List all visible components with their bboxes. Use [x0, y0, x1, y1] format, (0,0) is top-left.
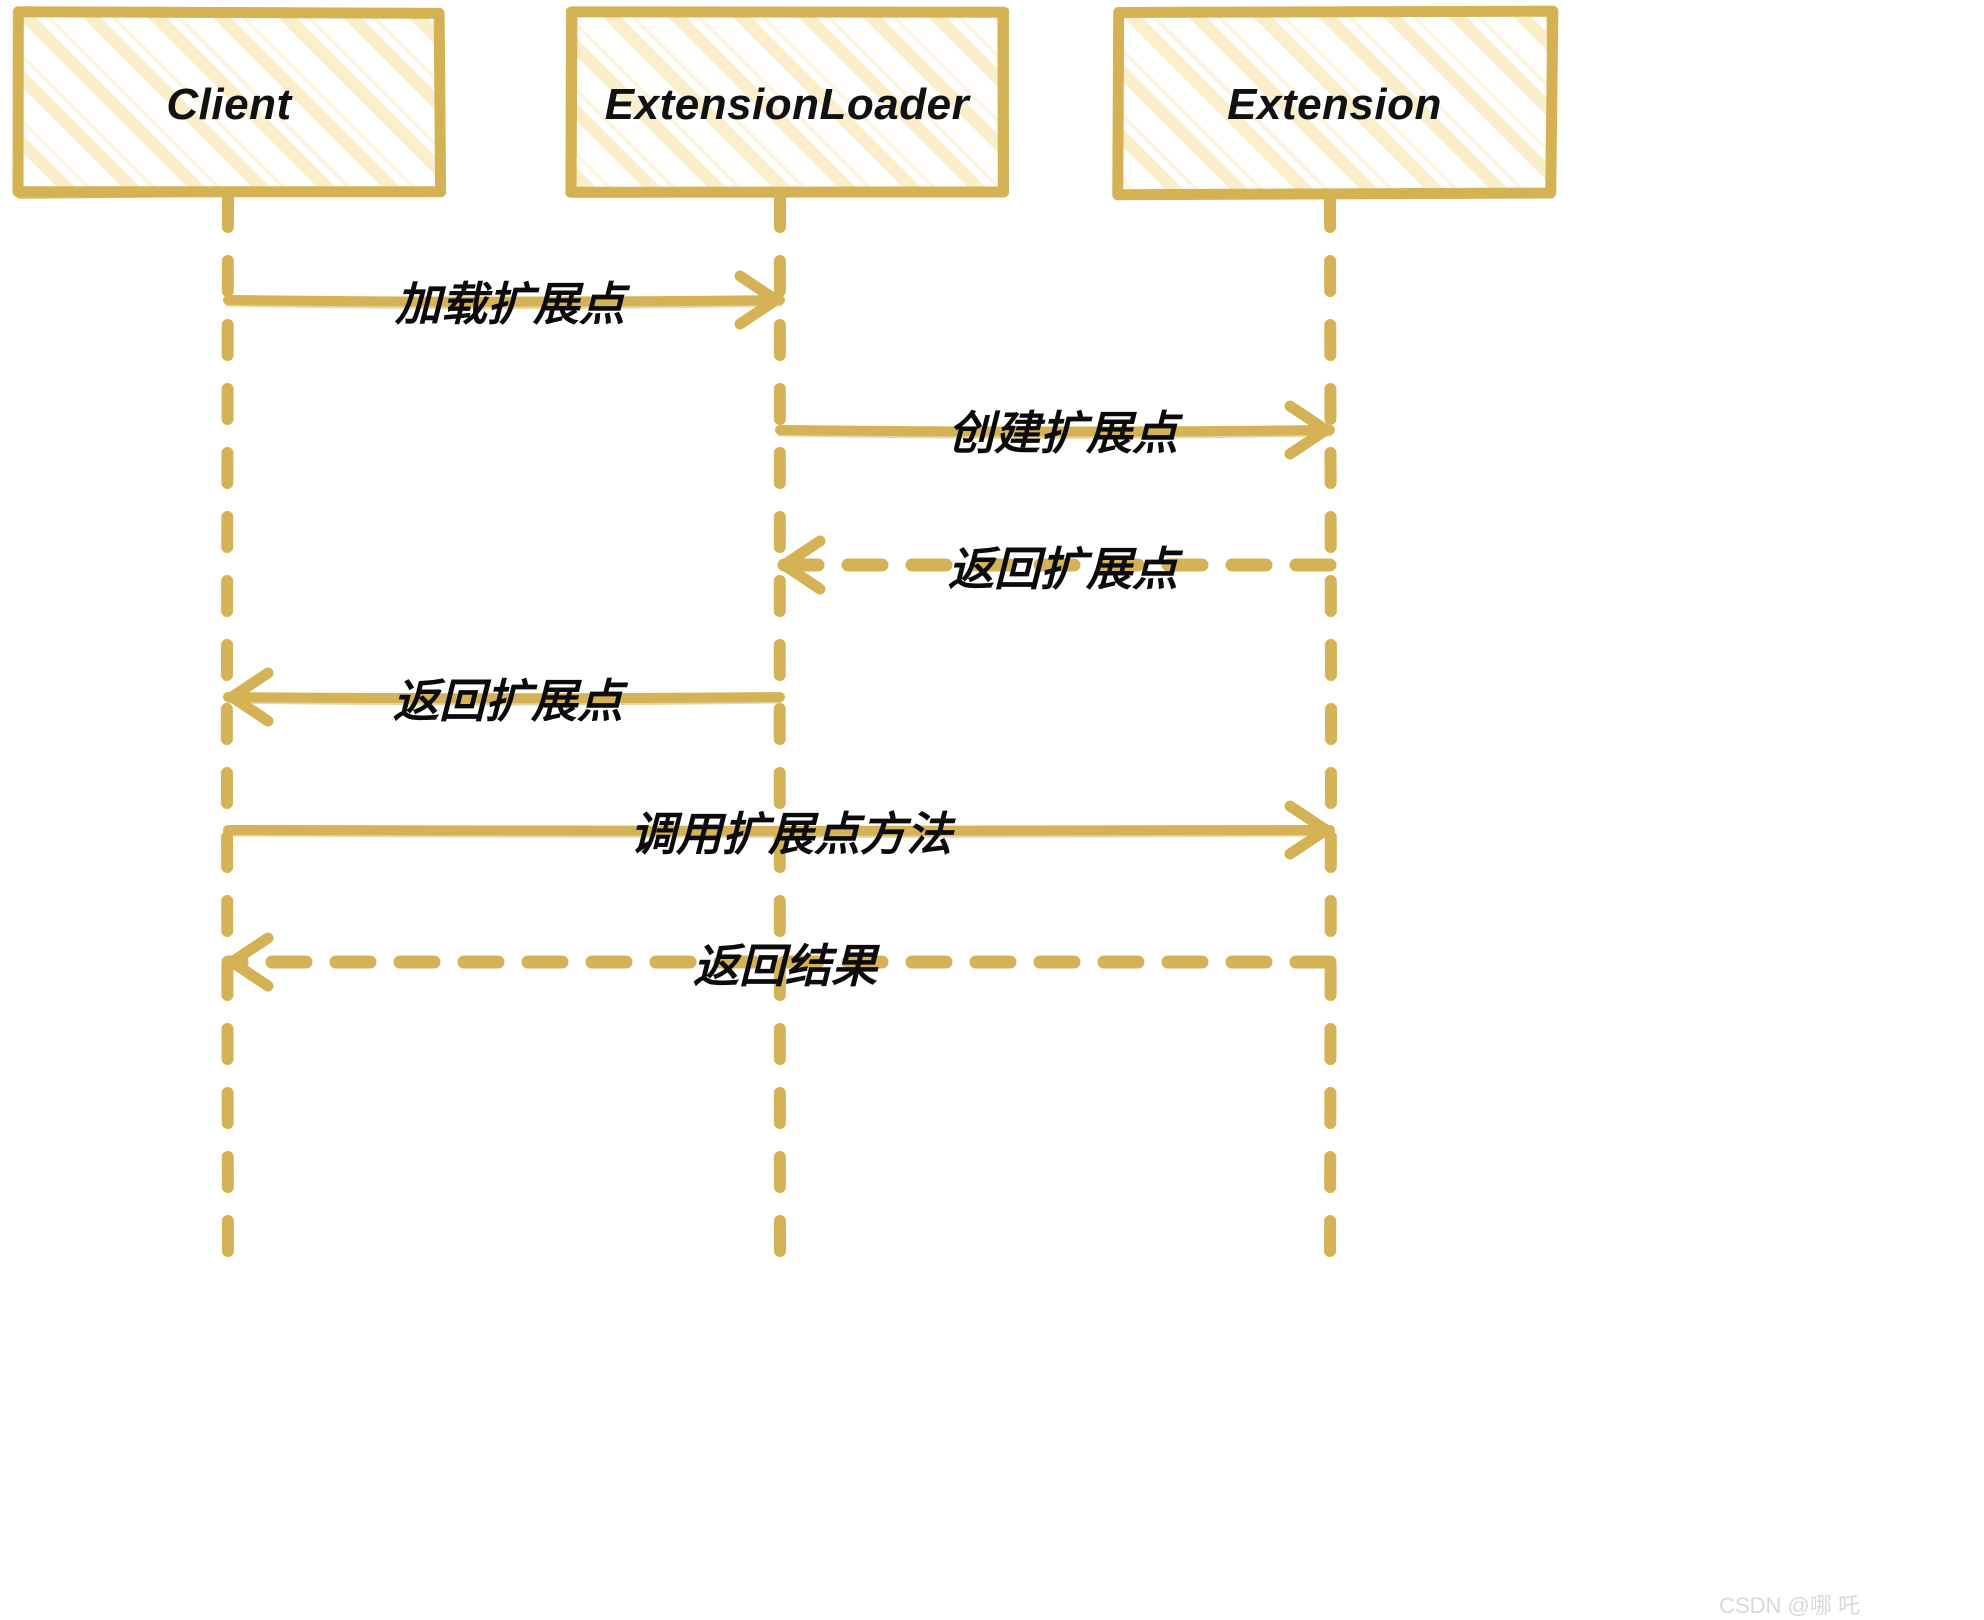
participant-title-client: Client: [166, 80, 292, 129]
participant-title-extension_loader: ExtensionLoader: [604, 80, 970, 129]
message-label-6: 返回结果: [693, 940, 877, 992]
message-label-4: 返回扩展点: [393, 675, 623, 727]
message-label-2: 创建扩展点: [948, 407, 1178, 459]
watermark: CSDN @哪 吒: [1719, 1593, 1860, 1618]
message-label-3: 返回扩展点: [948, 543, 1178, 595]
message-label-5: 调用扩展点方法: [630, 808, 952, 860]
message-label-1: 加载扩展点: [395, 278, 625, 330]
participant-title-extension: Extension: [1227, 80, 1442, 129]
